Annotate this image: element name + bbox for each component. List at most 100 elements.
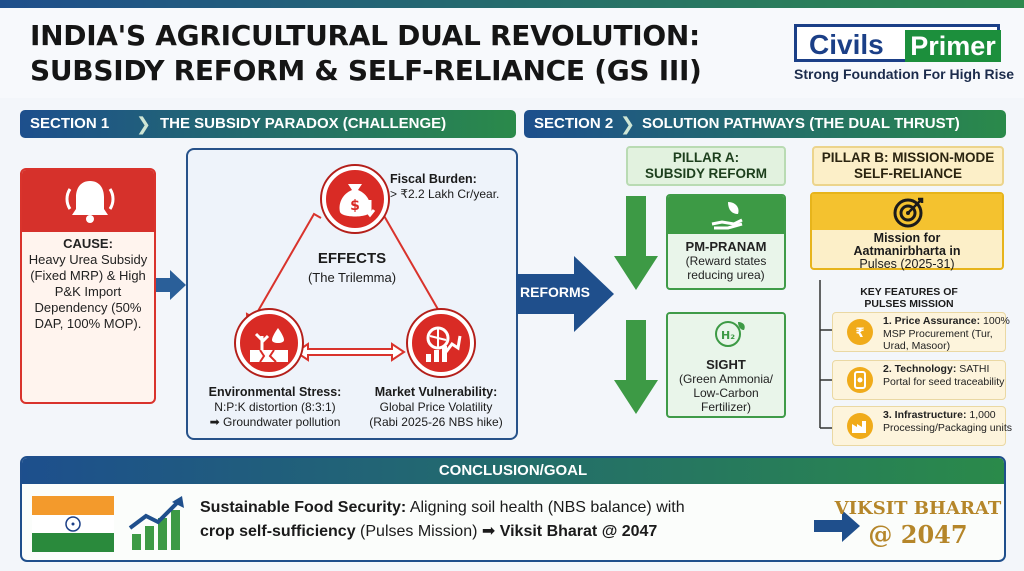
cracked-soil-icon [250,328,288,363]
fiscal-burden-icon: $ [322,166,388,232]
key-features-heading: KEY FEATURES OF PULSES MISSION [834,286,984,310]
market-vulnerability-line2: (Rabi 2025-26 NBS hike) [369,415,503,429]
pulses-mission-text: Mission for Aatmanirbharta in Pulses (20… [812,232,1002,271]
pm-pranam-text: PM-PRANAM (Reward states reducing urea) [668,239,784,283]
cause-header [22,170,154,232]
feature-infrastructure-text: 3. Infrastructure: 1,000 Processing/Pack… [883,409,1019,434]
feature-1-text: 100% MSP Procurement (Tur, Urad, Masoor) [883,315,1010,352]
logo-civils: Civils [809,29,884,60]
chevron-right-icon: ❯ [136,114,152,134]
key-features-heading-line1: KEY FEATURES OF [860,286,958,298]
feature-infrastructure: 3. Infrastructure: 1,000 Processing/Pack… [832,406,1012,446]
section2-title: SOLUTION PATHWAYS (THE DUAL THRUST) [642,115,960,132]
logo-tagline: Strong Foundation For High Rise [794,66,1015,82]
pulses-mission-line3: Pulses (2025-31) [859,257,955,271]
conclusion-text-1: Aligning soil health (NBS balance) with [406,499,685,516]
money-bag-icon: $ [339,184,376,218]
pm-pranam-line1: (Reward states [685,254,767,268]
target-icon [893,197,924,228]
pillar-b-heading: PILLAR B: MISSION-MODE SELF-RELIANCE [812,146,1004,186]
pulses-mission-line2: Aatmanirbharta in [853,244,961,258]
environmental-stress-title: Environmental Stress: [208,385,342,399]
pillar-a-heading-line1: PILLAR A: [672,150,740,165]
brand-logo: Civils Primer Strong Foundation For High… [786,24,1014,88]
section1-number: SECTION 1 [30,115,110,132]
viksit-line1: VIKSIT BHARAT [834,498,1002,519]
pm-pranam-card: PM-PRANAM (Reward states reducing urea) [666,194,786,290]
feature-technology: 2. Technology: SATHI Portal for seed tra… [832,360,1006,400]
conclusion-arrow [814,510,860,542]
feature-2-text: SATHI Portal for seed traceability [883,363,1005,388]
handshake-rupee-icon: ₹ [847,319,873,345]
feature-technology-text: 2. Technology: SATHI Portal for seed tra… [883,363,1019,388]
feature-price-assurance: ₹ 1. Price Assurance: 100% MSP Procureme… [832,312,1010,352]
hydrogen-leaf-icon: H₂ [715,321,745,347]
hand-leaf-icon [711,202,743,230]
environmental-stress-label: Environmental Stress: N:P:K distortion (… [196,385,354,430]
section1-title: THE SUBSIDY PARADOX (CHALLENGE) [160,115,447,132]
conclusion-text-2: (Pulses Mission) ➡ [355,523,500,540]
pulses-mission-line1: Mission for [873,231,941,245]
pillar-b-heading-line1: PILLAR B: MISSION-MODE [821,150,995,165]
top-stripe [0,0,1024,8]
effects-center: EFFECTS (The Trilemma) [286,250,418,285]
growth-chart-icon [128,496,184,550]
key-features-heading-line2: PULSES MISSION [864,298,954,310]
sight-card-header: H₂ [668,314,784,352]
conclusion-heading: CONCLUSION/GOAL [22,458,1004,484]
effects-subheading: (The Trilemma) [307,270,397,285]
viksit-line2: @ 2047 [868,520,968,549]
pillar-a-down-arrow-2 [614,320,658,414]
sight-card: H₂ SIGHT (Green Ammonia/ Low-Carbon Fert… [666,312,786,418]
cause-text: Heavy Urea Subsidy (Fixed MRP) & High P&… [28,252,148,331]
feature-price-assurance-text: 1. Price Assurance: 100% MSP Procurement… [883,315,1019,353]
sight-line2: Low-Carbon [693,386,759,400]
sight-text: SIGHT (Green Ammonia/ Low-Carbon Fertili… [668,357,784,415]
environmental-stress-line1: N:P:K distortion (8:3:1) [214,400,336,414]
section1-banner: SECTION 1 ❯ THE SUBSIDY PARADOX (CHALLEN… [20,110,516,138]
sight-line3: Fertilizer) [701,400,751,414]
page-title: INDIA'S AGRICULTURAL DUAL REVOLUTION: SU… [30,18,702,88]
svg-text:H₂: H₂ [721,329,735,342]
sight-title: SIGHT [706,357,746,372]
feature-3-title: 3. Infrastructure: [883,409,967,421]
pm-pranam-line2: reducing urea) [687,268,765,282]
cause-heading: CAUSE: [63,236,113,251]
cause-to-effects-arrow [156,270,186,300]
india-flag-icon [32,496,114,552]
reforms-label: REFORMS [520,284,590,300]
phone-fingerprint-icon [847,367,873,393]
cause-text-block: CAUSE: Heavy Urea Subsidy (Fixed MRP) & … [26,236,150,332]
market-chart-icon [426,326,462,362]
environmental-stress-line2: ➡ Groundwater pollution [209,415,341,429]
title-line-2: SUBSIDY REFORM & SELF-RELIANCE (GS III) [30,54,702,87]
pulses-mission-card: Mission for Aatmanirbharta in Pulses (20… [810,192,1004,271]
pm-pranam-title: PM-PRANAM [685,239,767,254]
svg-text:₹: ₹ [855,326,864,341]
viksit-bharat-badge: VIKSIT BHARAT @ 2047 [832,498,1004,556]
conclusion-bold-3: Viksit Bharat @ 2047 [499,523,658,540]
logo-primer: Primer [905,30,1001,62]
pillar-a-heading: PILLAR A: SUBSIDY REFORM [626,146,786,186]
alarm-bell-icon [65,181,115,223]
conclusion-text: Sustainable Food Security: Aligning soil… [200,496,810,544]
market-vulnerability-label: Market Vulnerability: Global Price Volat… [356,385,516,430]
reforms-arrow [516,256,614,332]
pillar-a-heading-line2: SUBSIDY REFORM [644,166,767,181]
section2-banner: SECTION 2 ❯ SOLUTION PATHWAYS (THE DUAL … [524,110,1006,138]
fiscal-burden-label: Fiscal Burden: > ₹2.2 Lakh Cr/year. [390,172,500,202]
feature-1-title: 1. Price Assurance: [883,315,981,327]
effects-heading: EFFECTS [317,250,387,267]
conclusion-bold-1: Sustainable Food Security: [200,499,407,516]
pm-pranam-card-header [668,196,784,234]
pillar-b-heading-line2: SELF-RELIANCE [854,166,962,181]
factory-icon [847,413,873,439]
fiscal-burden-text: > ₹2.2 Lakh Cr/year. [390,187,500,201]
environmental-stress-icon [236,310,302,376]
market-vulnerability-line1: Global Price Volatility [379,400,493,414]
conclusion-bold-2: crop self-sufficiency [200,523,356,540]
title-line-1: INDIA'S AGRICULTURAL DUAL REVOLUTION: [30,19,700,52]
pillar-a-down-arrow-1 [614,196,658,290]
feature-3-text: 1,000 Processing/Packaging units [883,409,1012,434]
market-vulnerability-icon [408,310,474,376]
